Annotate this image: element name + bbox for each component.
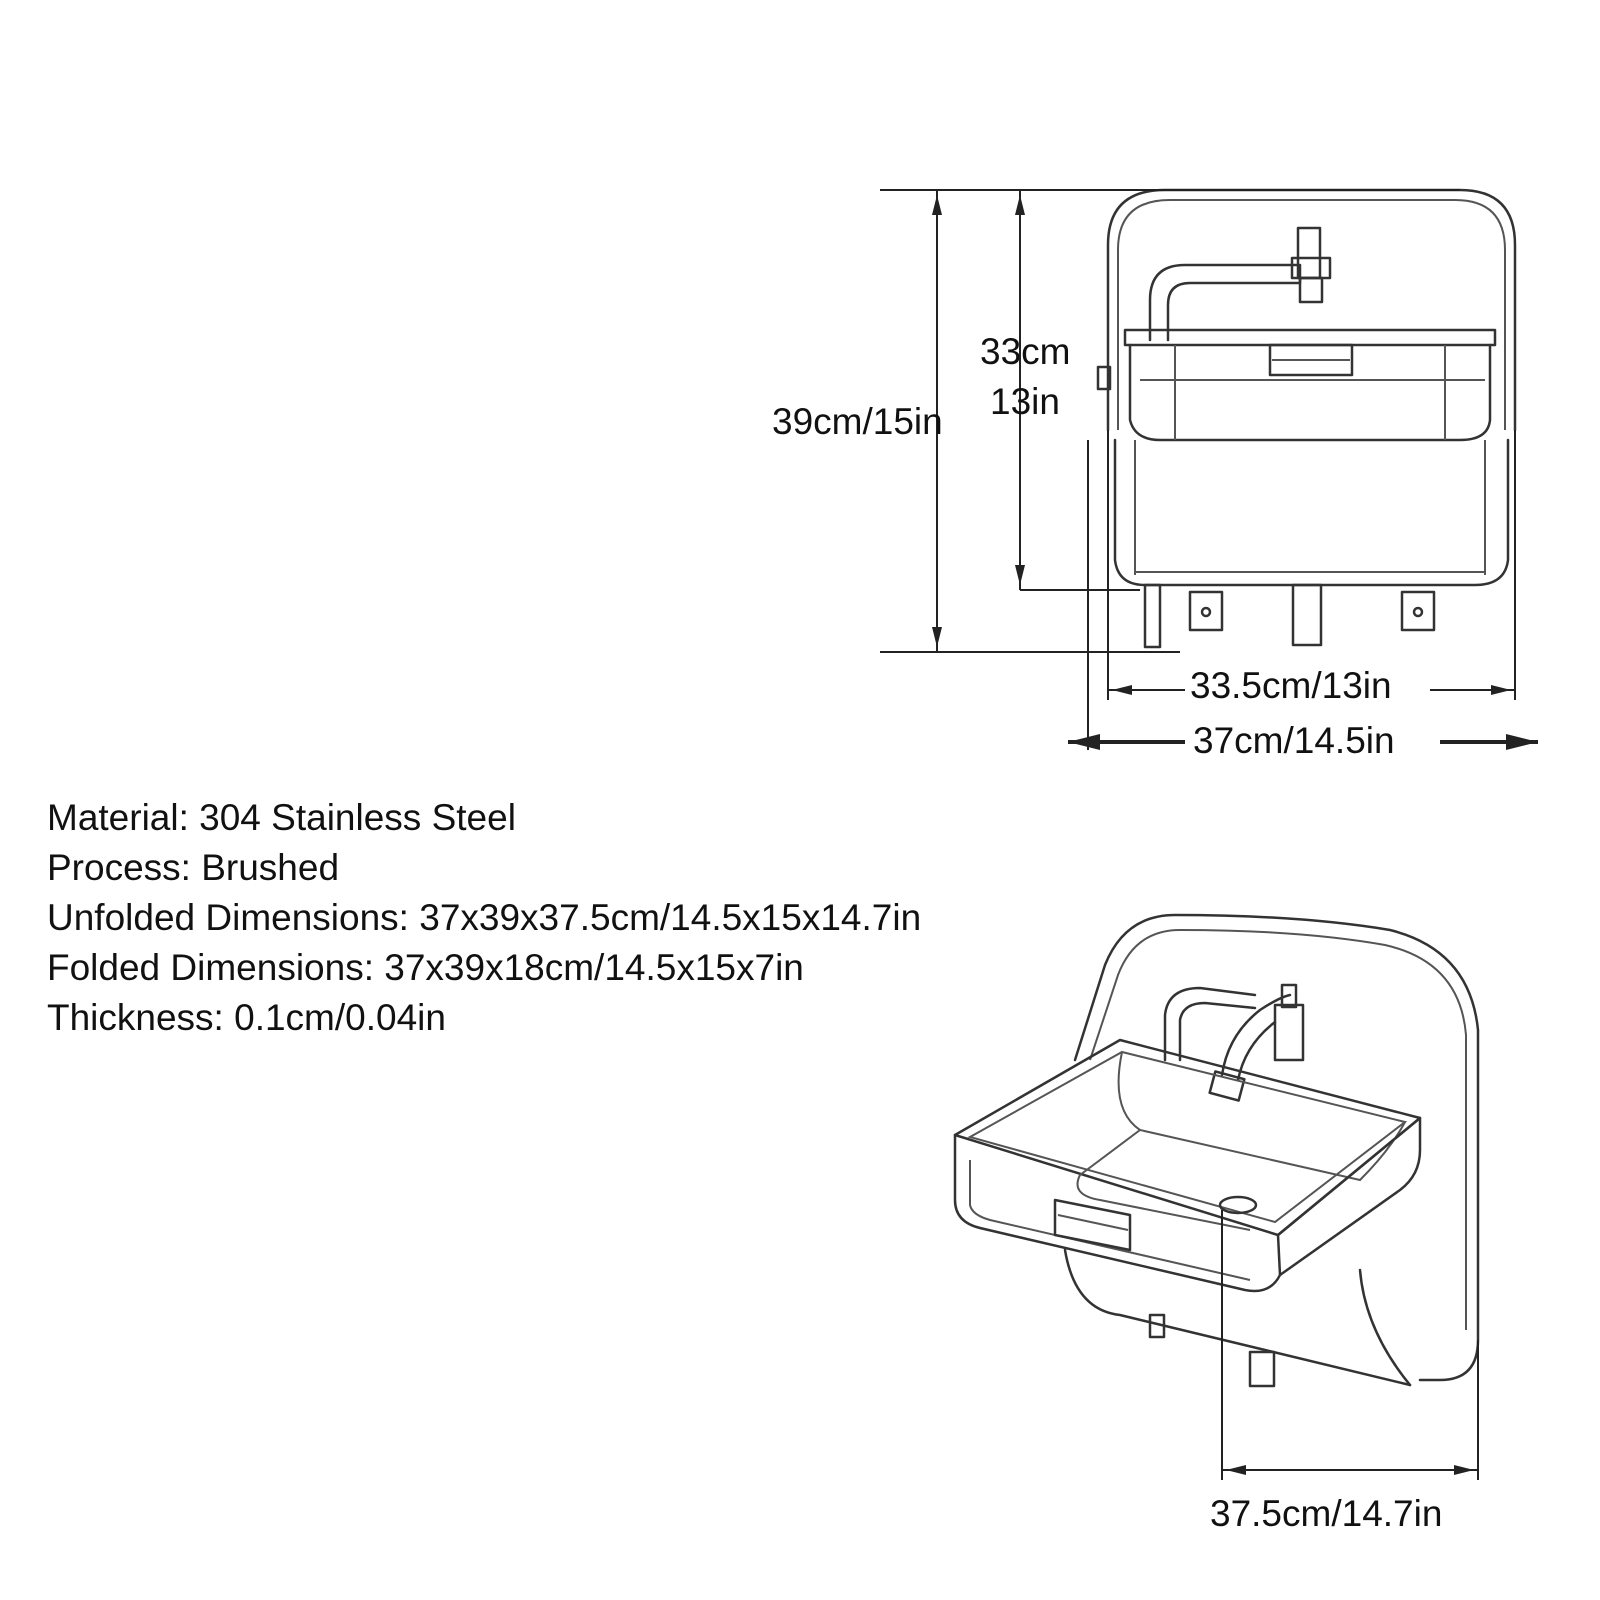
spec-process: Process: Brushed — [47, 847, 340, 888]
spec-thickness: Thickness: 0.1cm/0.04in — [47, 997, 446, 1038]
height-basin-label-cm: 33cm — [980, 331, 1071, 372]
width-outer-label: 37cm/14.5in — [1193, 720, 1395, 761]
front-view-sink — [1096, 188, 1517, 649]
spec-list: Material: 304 Stainless Steel Process: B… — [47, 793, 921, 1043]
height-overall-label: 39cm/15in — [772, 401, 943, 442]
spec-unfolded-dimensions: Unfolded Dimensions: 37x39x37.5cm/14.5x1… — [47, 897, 922, 938]
height-basin-label-in: 13in — [990, 381, 1060, 422]
iso-view-dimension-lines — [1221, 1210, 1479, 1480]
spec-material: Material: 304 Stainless Steel — [47, 797, 516, 838]
depth-label: 37.5cm/14.7in — [1210, 1493, 1443, 1534]
width-inner-label: 33.5cm/13in — [1190, 665, 1392, 706]
iso-view-sink — [953, 913, 1480, 1388]
spec-folded-dimensions: Folded Dimensions: 37x39x18cm/14.5x15x7i… — [47, 947, 804, 988]
front-view-dimension-lines — [880, 189, 1538, 750]
